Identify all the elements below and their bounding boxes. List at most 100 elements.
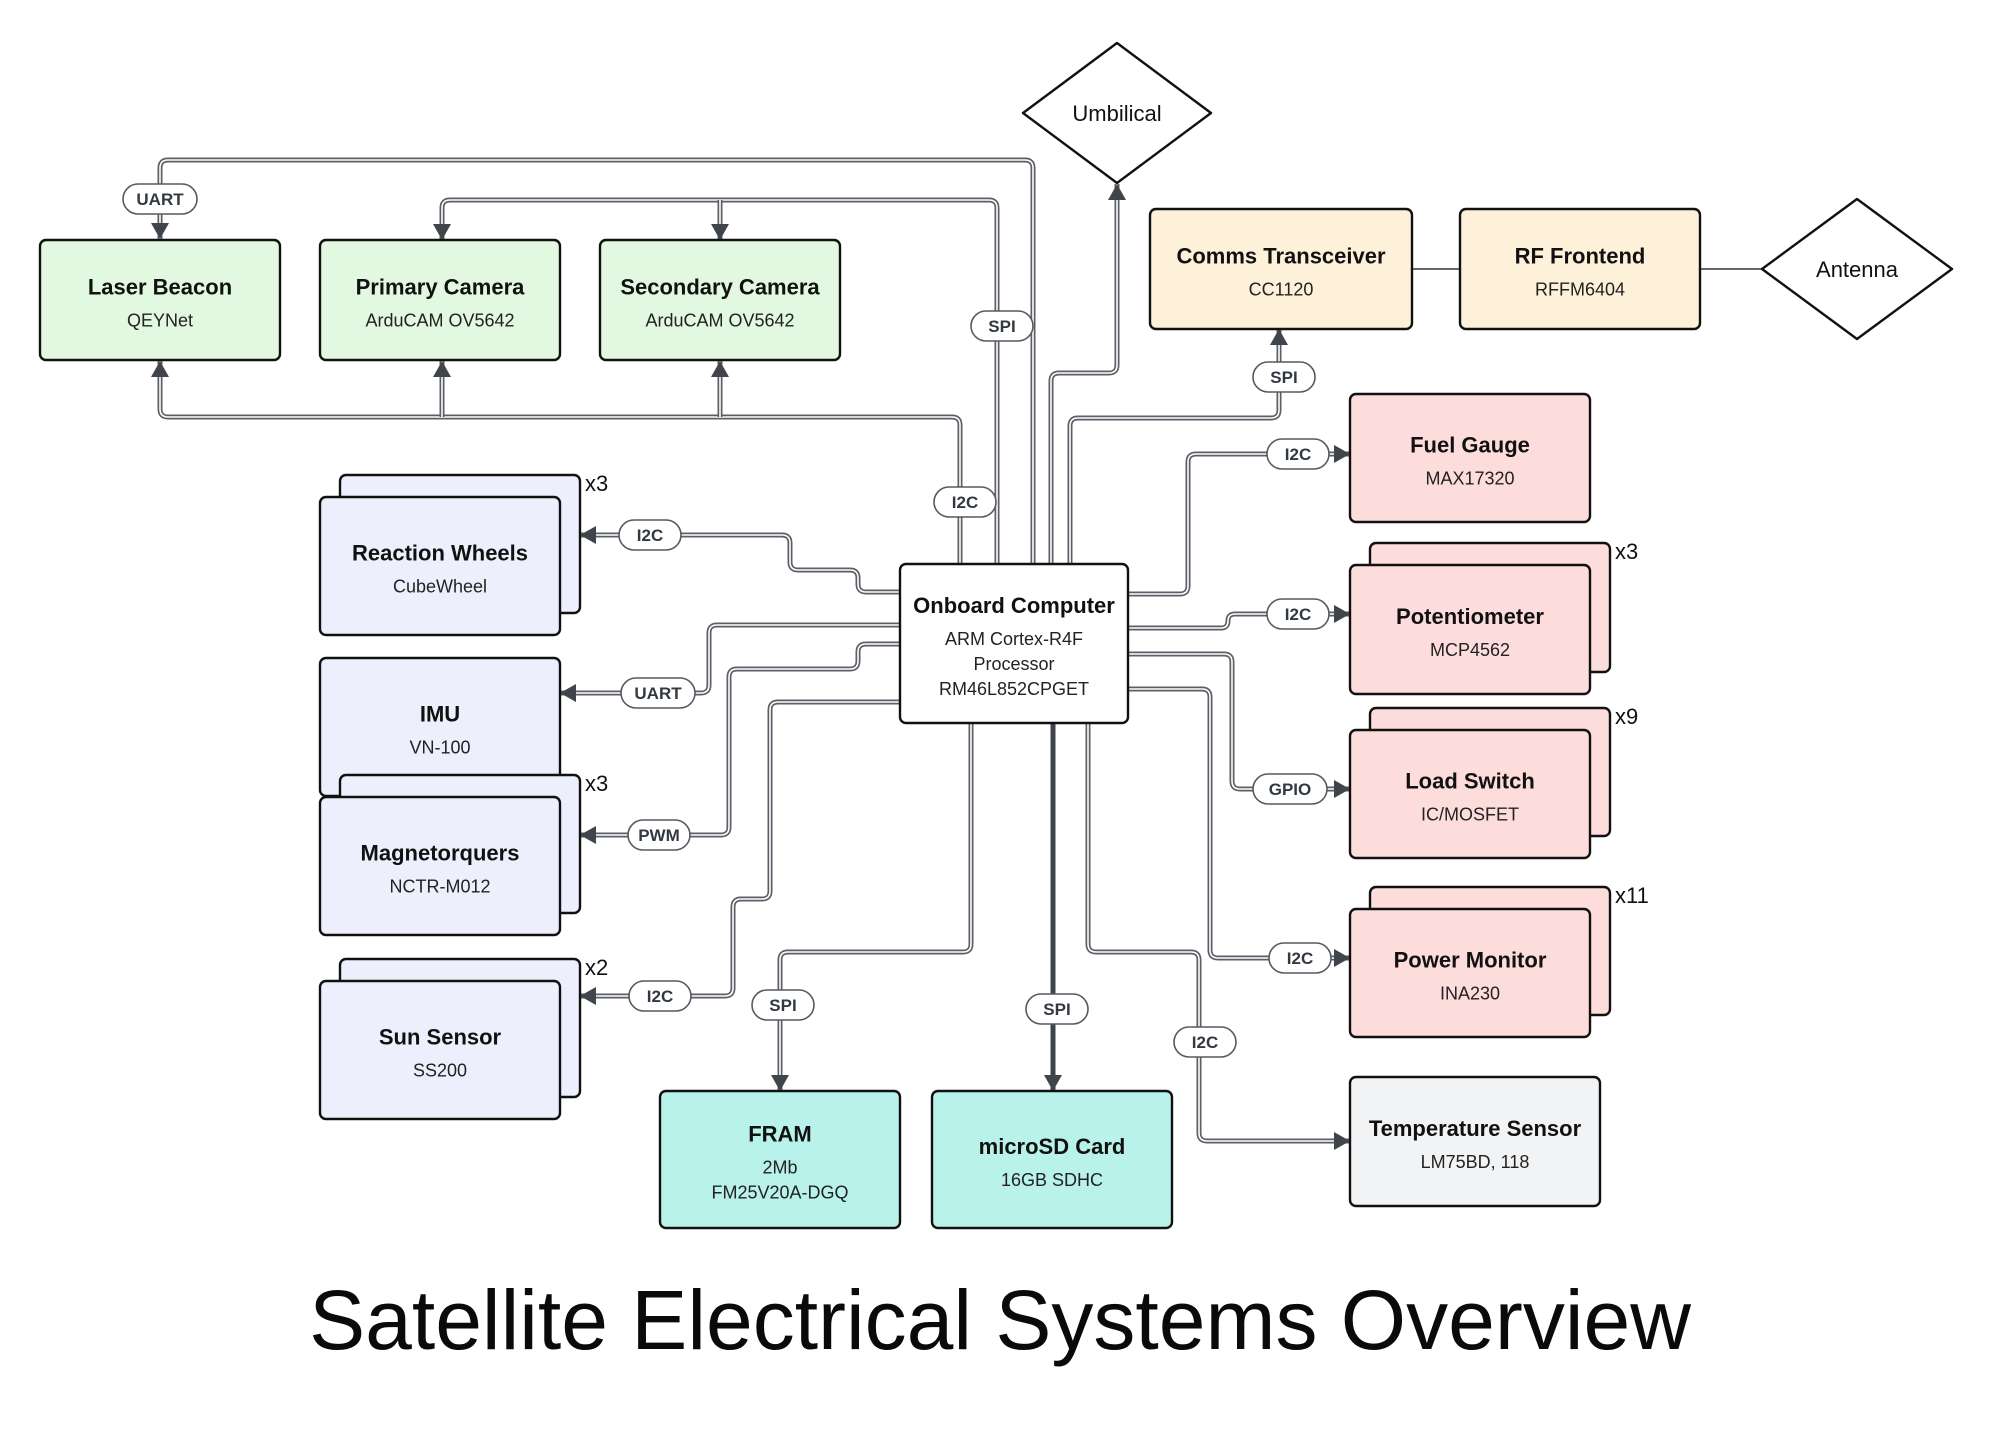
edge-label-pill [751, 989, 815, 1021]
i2c-laser-line-core [159, 361, 961, 564]
load-switch-multiplicity: x9 [1615, 704, 1638, 729]
i2c-temperature-arrowhead-icon [1334, 1132, 1350, 1150]
edge-label-pill [122, 183, 198, 215]
onboard-computer-subtitle: RM46L852CPGET [939, 679, 1089, 699]
gpio-load-switch-line-core [1128, 653, 1350, 790]
edge-label-pill [628, 980, 692, 1012]
reaction-wheels-multiplicity: x3 [585, 471, 608, 496]
power-monitor-multiplicity: x11 [1615, 883, 1649, 908]
edge-label-text: SPI [988, 317, 1015, 336]
page-title: Satellite Electrical Systems Overview [309, 1273, 1691, 1367]
onboard-computer-subtitle: ARM Cortex-R4F [945, 629, 1083, 649]
i2c-fuel-gauge-line [1128, 451, 1350, 597]
primary-camera-title: Primary Camera [356, 275, 526, 300]
microsd-subtitle: 16GB SDHC [1001, 1170, 1103, 1190]
comms-transceiver-subtitle: CC1120 [1249, 280, 1314, 300]
i2c-reaction-wheels-line-core [580, 534, 900, 593]
load-switch-subtitle: IC/MOSFET [1421, 805, 1519, 825]
laser-beacon-subtitle: QEYNet [127, 311, 193, 331]
comms-transceiver-title: Comms Transceiver [1176, 244, 1386, 269]
umbilical-label: Umbilical [1072, 101, 1161, 126]
umbilical-line-core [1050, 184, 1118, 564]
microsd-node[interactable]: microSD Card 16GB SDHC [930, 1089, 1174, 1230]
edge-label-text: I2C [1192, 1033, 1218, 1052]
edge-label-i2c: I2C [628, 980, 692, 1012]
uart-laser-line [157, 157, 1036, 564]
i2c-potentiometer-arrowhead-icon [1334, 605, 1350, 623]
magnetorquers-title: Magnetorquers [361, 841, 520, 866]
primary-camera-subtitle: ArduCAM OV5642 [365, 311, 514, 331]
edge-label-text: SPI [1043, 1000, 1070, 1019]
magnetorquers-multiplicity: x3 [585, 771, 608, 796]
power-monitor-title: Power Monitor [1394, 948, 1547, 973]
gpio-load-switch-line [1128, 651, 1350, 792]
sun-sensor-subtitle: SS200 [413, 1061, 467, 1081]
edge-label-i2c: I2C [1173, 1026, 1237, 1058]
uart-laser-arrowhead-icon [151, 223, 169, 239]
pwm-magnetorquers-arrowhead-icon [580, 826, 596, 844]
rf-frontend-box [1458, 207, 1702, 331]
edge-label-pill [970, 310, 1034, 342]
edge-label-uart: UART [620, 677, 696, 709]
edge-label-pill [620, 677, 696, 709]
uart-imu-arrowhead-icon [560, 684, 576, 702]
i2c-power-monitor-line [1128, 686, 1350, 961]
microsd-box [930, 1089, 1174, 1230]
edge-label-gpio: GPIO [1252, 773, 1328, 805]
power-monitor-box [1348, 907, 1592, 1039]
edge-label-text: UART [136, 190, 184, 209]
potentiometer-title: Potentiometer [1396, 604, 1544, 629]
edge-label-pill [1266, 598, 1330, 630]
reaction-wheels-subtitle: CubeWheel [393, 577, 487, 597]
edge-label-i2c: I2C [933, 486, 997, 518]
spi-comms-arrowhead-icon [1270, 329, 1288, 345]
edge-label-text: I2C [647, 987, 673, 1006]
antenna-node[interactable]: Antenna [1760, 197, 1954, 341]
laser-beacon-box [38, 238, 282, 362]
spi-secondary-camera-arrowhead-icon [711, 224, 729, 240]
uart-laser-line-core [159, 159, 1034, 564]
magnetorquers-box [318, 795, 562, 937]
fuel-gauge-title: Fuel Gauge [1410, 433, 1530, 458]
umbilical-node[interactable]: Umbilical [1021, 41, 1213, 185]
pwm-magnetorquers-line-core [580, 643, 900, 836]
fuel-gauge-box [1348, 392, 1592, 524]
i2c-power-monitor-arrowhead-icon [1334, 949, 1350, 967]
umbilical-diamond [1021, 41, 1213, 185]
edge-label-text: I2C [1287, 949, 1313, 968]
edge-label-uart: UART [122, 183, 198, 215]
rf-frontend-subtitle: RFFM6404 [1535, 280, 1625, 300]
microsd-title: microSD Card [979, 1134, 1126, 1159]
temperature-sensor-title: Temperature Sensor [1369, 1116, 1582, 1141]
comms-transceiver-box [1148, 207, 1414, 331]
load-switch-box [1348, 728, 1592, 860]
spi-comms-line [1067, 329, 1282, 564]
pwm-magnetorquers-line [580, 641, 900, 838]
antenna-label: Antenna [1816, 257, 1899, 282]
i2c-laser-arrowhead-icon [151, 361, 169, 377]
secondary-camera-subtitle: ArduCAM OV5642 [645, 311, 794, 331]
edge-label-pill [1266, 438, 1330, 470]
edge-label-pill [933, 486, 997, 518]
i2c-fuel-gauge-line-core [1128, 453, 1350, 595]
edge-label-text: I2C [637, 526, 663, 545]
i2c-reaction-wheels-arrowhead-icon [580, 526, 596, 544]
imu-subtitle: VN-100 [409, 738, 470, 758]
